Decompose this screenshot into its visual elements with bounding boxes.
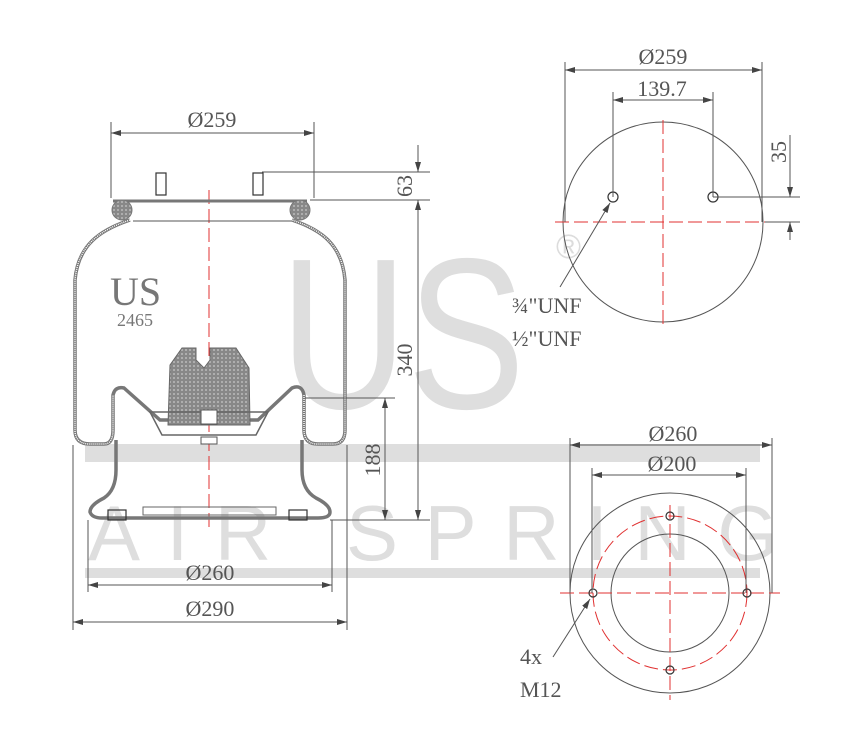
thread-label-3-4: ¾"UNF [512, 293, 582, 318]
dim-bolt-circle: Ø200 [648, 451, 697, 476]
watermark-registered: ® [556, 228, 581, 266]
brand-label: US [110, 269, 161, 314]
watermark-bar [85, 444, 760, 462]
thread-leader [559, 202, 611, 288]
top-view: Ø259 139.7 35 ¾"UNF ½"UNF [512, 44, 800, 351]
watermark-brand: US [280, 213, 525, 454]
dim-base-diameter: Ø260 [186, 560, 235, 585]
bolt-count: 4x [520, 644, 542, 669]
bolt-hole [742, 588, 752, 598]
bolt-hole [588, 588, 598, 598]
piston-outline [88, 440, 332, 520]
bottom-view: Ø260 Ø200 4x M12 [520, 421, 780, 702]
dim-offset: 35 [766, 141, 791, 163]
base-plate [142, 506, 277, 516]
dim-overall-height: 340 [392, 344, 417, 377]
bumper [167, 347, 251, 426]
bead-left [111, 199, 133, 221]
bolt-hole [665, 665, 675, 675]
bolt-hole [665, 511, 675, 521]
dim-top-diameter: Ø259 [188, 107, 237, 132]
bolt-size: M12 [520, 677, 562, 702]
bolt-leader [552, 598, 591, 658]
dim-max-diameter: Ø290 [186, 596, 235, 621]
watermark-bar-lower [85, 568, 760, 578]
dim-piston-height: 188 [360, 444, 385, 477]
dim-base-outer-diameter: Ø260 [649, 421, 698, 446]
stud-right [252, 172, 264, 196]
dim-stud-height: 63 [392, 175, 417, 197]
side-view: US 2465 Ø259 63 340 188 Ø260 Ø290 [72, 107, 430, 630]
stud-left [155, 172, 167, 196]
dim-top-view-diameter: Ø259 [639, 44, 688, 69]
dim-stud-spacing: 139.7 [637, 76, 687, 101]
thread-label-1-2: ½"UNF [512, 326, 582, 351]
model-number: 2465 [117, 310, 153, 330]
bead-right [289, 199, 311, 221]
